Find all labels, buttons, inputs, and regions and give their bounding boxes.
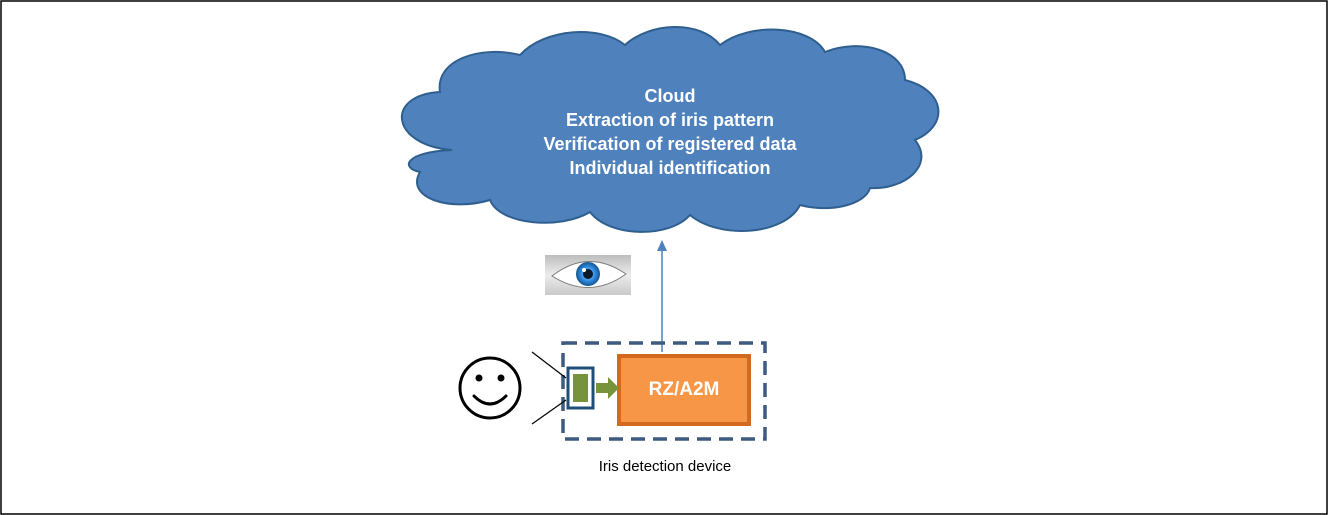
view-line-top xyxy=(531,351,567,379)
upload-arrow xyxy=(657,240,667,352)
rz-a2m-chip xyxy=(617,354,751,426)
camera-sensor-icon xyxy=(566,366,595,410)
device-caption: Iris detection device xyxy=(598,458,732,475)
cloud-line-extraction: Extraction of iris pattern xyxy=(565,110,775,130)
cloud-title: Cloud xyxy=(644,86,696,106)
cloud-line-verification: Verification of registered data xyxy=(543,134,797,154)
cloud-line-identification: Individual identification xyxy=(569,158,771,178)
data-flow-arrow xyxy=(596,377,619,399)
eye-icon xyxy=(545,255,631,295)
smiley-face-icon xyxy=(458,356,522,420)
device-boundary xyxy=(561,341,767,441)
cloud-label: Cloud Extraction of iris pattern Verific… xyxy=(420,84,920,180)
cloud-shape xyxy=(400,26,940,233)
view-line-bottom xyxy=(531,399,567,425)
chip-label: RZ/A2M xyxy=(648,379,720,400)
